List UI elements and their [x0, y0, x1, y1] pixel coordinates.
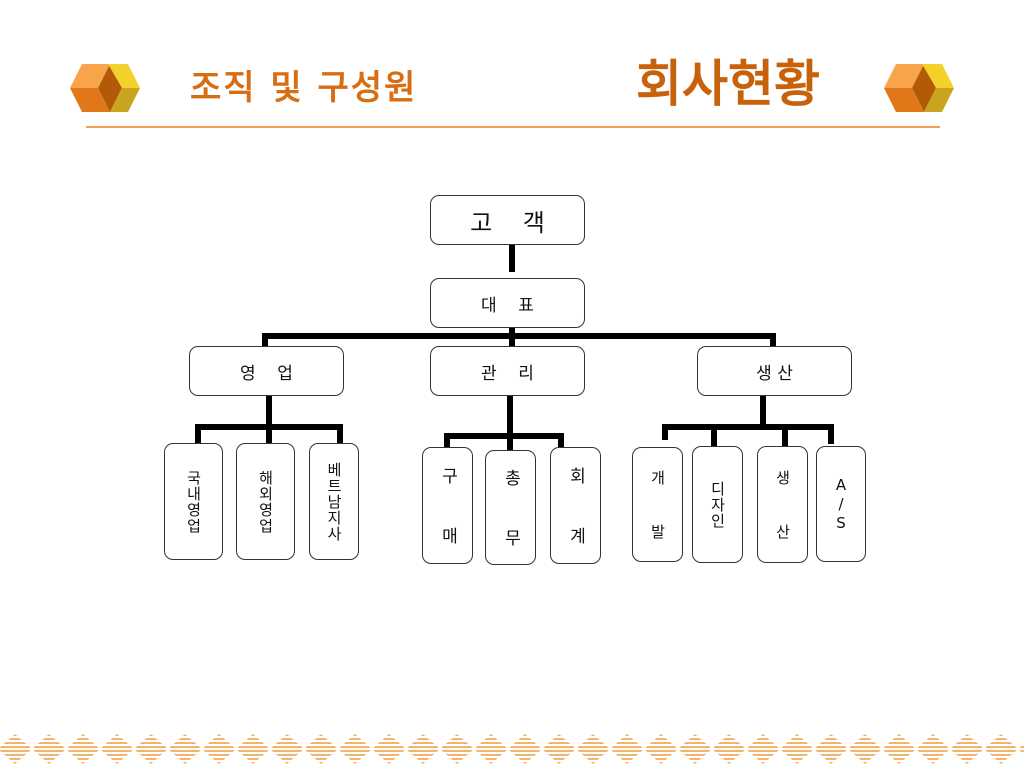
org-team-vietnam-branch: 베트남지사: [309, 443, 359, 560]
org-team-domestic-sales: 국내영업: [164, 443, 223, 560]
org-node-management: 관 리: [430, 346, 585, 396]
org-team-development-label: 개 발: [648, 469, 667, 540]
org-team-domestic-sales-label: 국내영업: [184, 469, 203, 534]
org-node-sales-label: 영 업: [240, 363, 293, 384]
org-node-production-label: 생 산: [756, 363, 793, 384]
org-node-production: 생 산: [697, 346, 852, 396]
org-team-after-service-label: A/S: [832, 475, 850, 533]
connector-to-production: [770, 333, 776, 347]
connector-production-team-3: [782, 424, 788, 446]
org-team-vietnam-branch-label: 베트남지사: [325, 461, 343, 542]
org-team-after-service: A/S: [816, 446, 866, 562]
connector-production-down: [760, 395, 766, 429]
org-node-ceo-label: 대 표: [481, 295, 534, 316]
connector-production-team-4: [828, 424, 834, 444]
cube-logo-right-icon: [884, 64, 954, 112]
org-team-accounting: 회 계: [550, 447, 601, 564]
org-node-ceo: 대 표: [430, 278, 585, 328]
connector-sales-team-3: [337, 424, 343, 444]
connector-sales-down: [266, 395, 272, 429]
connector-management-team-3: [558, 433, 564, 449]
org-team-design-label: 디자인: [708, 480, 727, 529]
org-team-general-affairs: 총 무: [485, 450, 536, 565]
org-team-production: 생 산: [757, 446, 808, 563]
org-node-customer: 고 객: [430, 195, 585, 245]
connector-management-down: [507, 395, 513, 451]
connector-customer-ceo: [509, 245, 515, 272]
connector-ceo-branch: [509, 327, 515, 337]
connector-sales-team-2: [266, 424, 272, 444]
connector-production-team-2: [711, 424, 717, 446]
org-node-customer-label: 고 객: [470, 208, 545, 237]
connector-sales-team-1: [195, 424, 201, 444]
org-team-purchasing-label: 구 매: [437, 466, 458, 545]
org-node-sales: 영 업: [189, 346, 344, 396]
org-team-production-label: 생 산: [773, 469, 792, 540]
connector-production-bar: [662, 424, 834, 430]
connector-dept-bar: [262, 333, 776, 339]
org-team-development: 개 발: [632, 447, 683, 562]
org-team-general-affairs-label: 총 무: [500, 468, 521, 547]
org-team-overseas-sales: 해외영업: [236, 443, 295, 560]
org-node-management-label: 관 리: [481, 363, 534, 384]
connector-to-management: [509, 333, 515, 347]
header-divider: [86, 126, 940, 128]
connector-production-team-1: [662, 424, 668, 440]
org-team-purchasing: 구 매: [422, 447, 473, 564]
connector-management-bar: [444, 433, 564, 439]
connector-management-team-1: [444, 433, 450, 449]
org-team-accounting-label: 회 계: [565, 466, 586, 545]
cube-logo-left-icon: [70, 64, 140, 112]
section-subtitle: 조직 및 구성원: [190, 68, 418, 108]
decorative-diamond-border: [0, 730, 1024, 768]
org-team-overseas-sales-label: 해외영업: [256, 469, 275, 534]
org-team-design: 디자인: [692, 446, 743, 563]
page-title: 회사현황: [636, 55, 820, 113]
connector-to-sales: [262, 333, 268, 347]
